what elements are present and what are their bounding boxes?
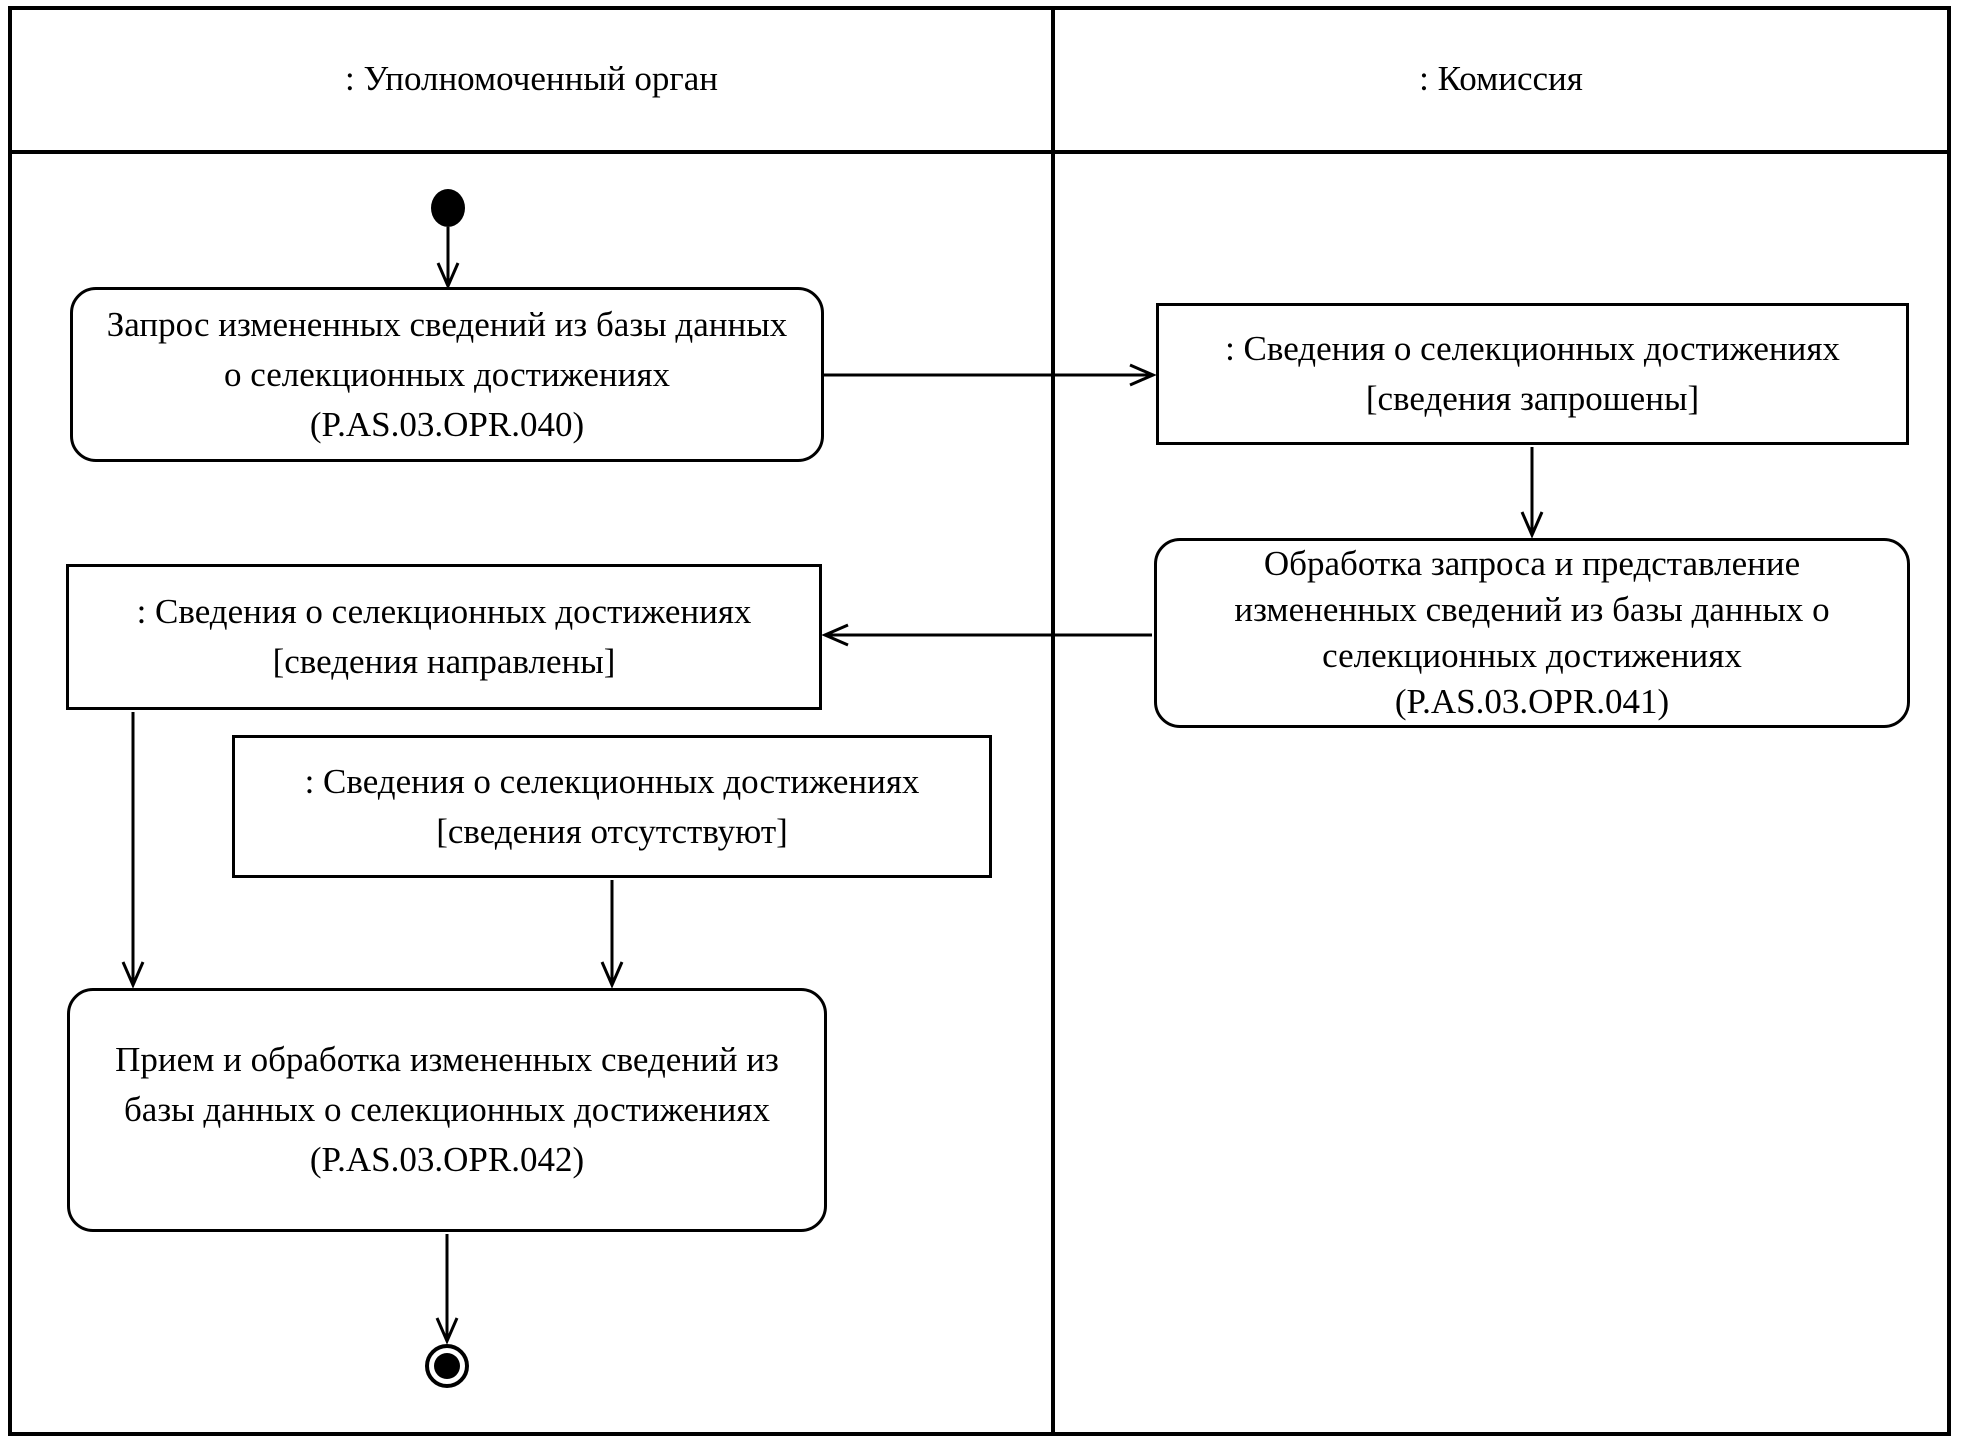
text-line: [сведения отсутствуют] <box>436 811 788 851</box>
action-request-text: Запрос измененных сведений из базы данны… <box>73 300 821 450</box>
text-line: [сведения запрошены] <box>1365 379 1700 418</box>
lane-divider <box>1051 6 1055 1436</box>
lane-header-divider <box>8 150 1951 154</box>
object-data-absent: : Сведения о селекционных достижениях [с… <box>232 735 992 878</box>
text-line: (P.AS.03.OPR.042) <box>309 1140 585 1179</box>
action-process-text: Обработка запроса и представление измене… <box>1157 541 1907 725</box>
final-node-icon <box>425 1344 469 1388</box>
edge-action-process-to-object-sent <box>821 623 1152 647</box>
text-line: Прием и обработка измененных сведений из <box>115 1040 779 1079</box>
initial-node-icon <box>431 189 465 227</box>
text-line: измененных сведений из базы данных о <box>1234 590 1830 629</box>
object-data-requested: : Сведения о селекционных достижениях [с… <box>1156 303 1909 445</box>
edge-start-to-action-request <box>436 227 460 290</box>
text-line: : Сведения о селекционных достижениях <box>1225 329 1840 368</box>
text-line: (P.AS.03.OPR.040) <box>309 404 585 444</box>
edge-object-requested-to-action-process <box>1520 447 1544 539</box>
action-receive-process-data: Прием и обработка измененных сведений из… <box>67 988 827 1232</box>
action-request-changed-data: Запрос измененных сведений из базы данны… <box>70 287 824 462</box>
text-line: (P.AS.03.OPR.041) <box>1394 682 1670 721</box>
text-line: селекционных достижениях <box>1322 636 1742 675</box>
edge-object-sent-to-action-receive <box>121 712 145 989</box>
text-line: : Сведения о селекционных достижениях <box>136 592 752 631</box>
text-line: [сведения направлены] <box>272 642 616 681</box>
lane-title-commission: : Комиссия <box>1419 59 1583 98</box>
action-receive-text: Прием и обработка измененных сведений из… <box>70 1035 824 1185</box>
text-line: Запрос измененных сведений из базы данны… <box>106 304 788 344</box>
edge-object-absent-to-action-receive <box>600 880 624 989</box>
diagram-border <box>8 6 1951 1436</box>
lane-title-authorized-body: : Уполномоченный орган <box>345 59 718 98</box>
edge-action-request-to-object-requested <box>824 363 1157 387</box>
text-line: о селекционных достижениях <box>224 354 670 394</box>
object-data-absent-text: : Сведения о селекционных достижениях [с… <box>235 757 989 857</box>
object-data-sent: : Сведения о селекционных достижениях [с… <box>66 564 822 710</box>
text-line: Обработка запроса и представление <box>1263 544 1801 583</box>
action-process-request: Обработка запроса и представление измене… <box>1154 538 1910 728</box>
text-line: базы данных о селекционных достижениях <box>124 1090 770 1129</box>
object-data-sent-text: : Сведения о селекционных достижениях [с… <box>69 587 819 687</box>
object-data-requested-text: : Сведения о селекционных достижениях [с… <box>1159 324 1906 424</box>
text-line: : Сведения о селекционных достижениях <box>304 761 920 801</box>
edge-action-receive-to-end <box>435 1234 459 1345</box>
